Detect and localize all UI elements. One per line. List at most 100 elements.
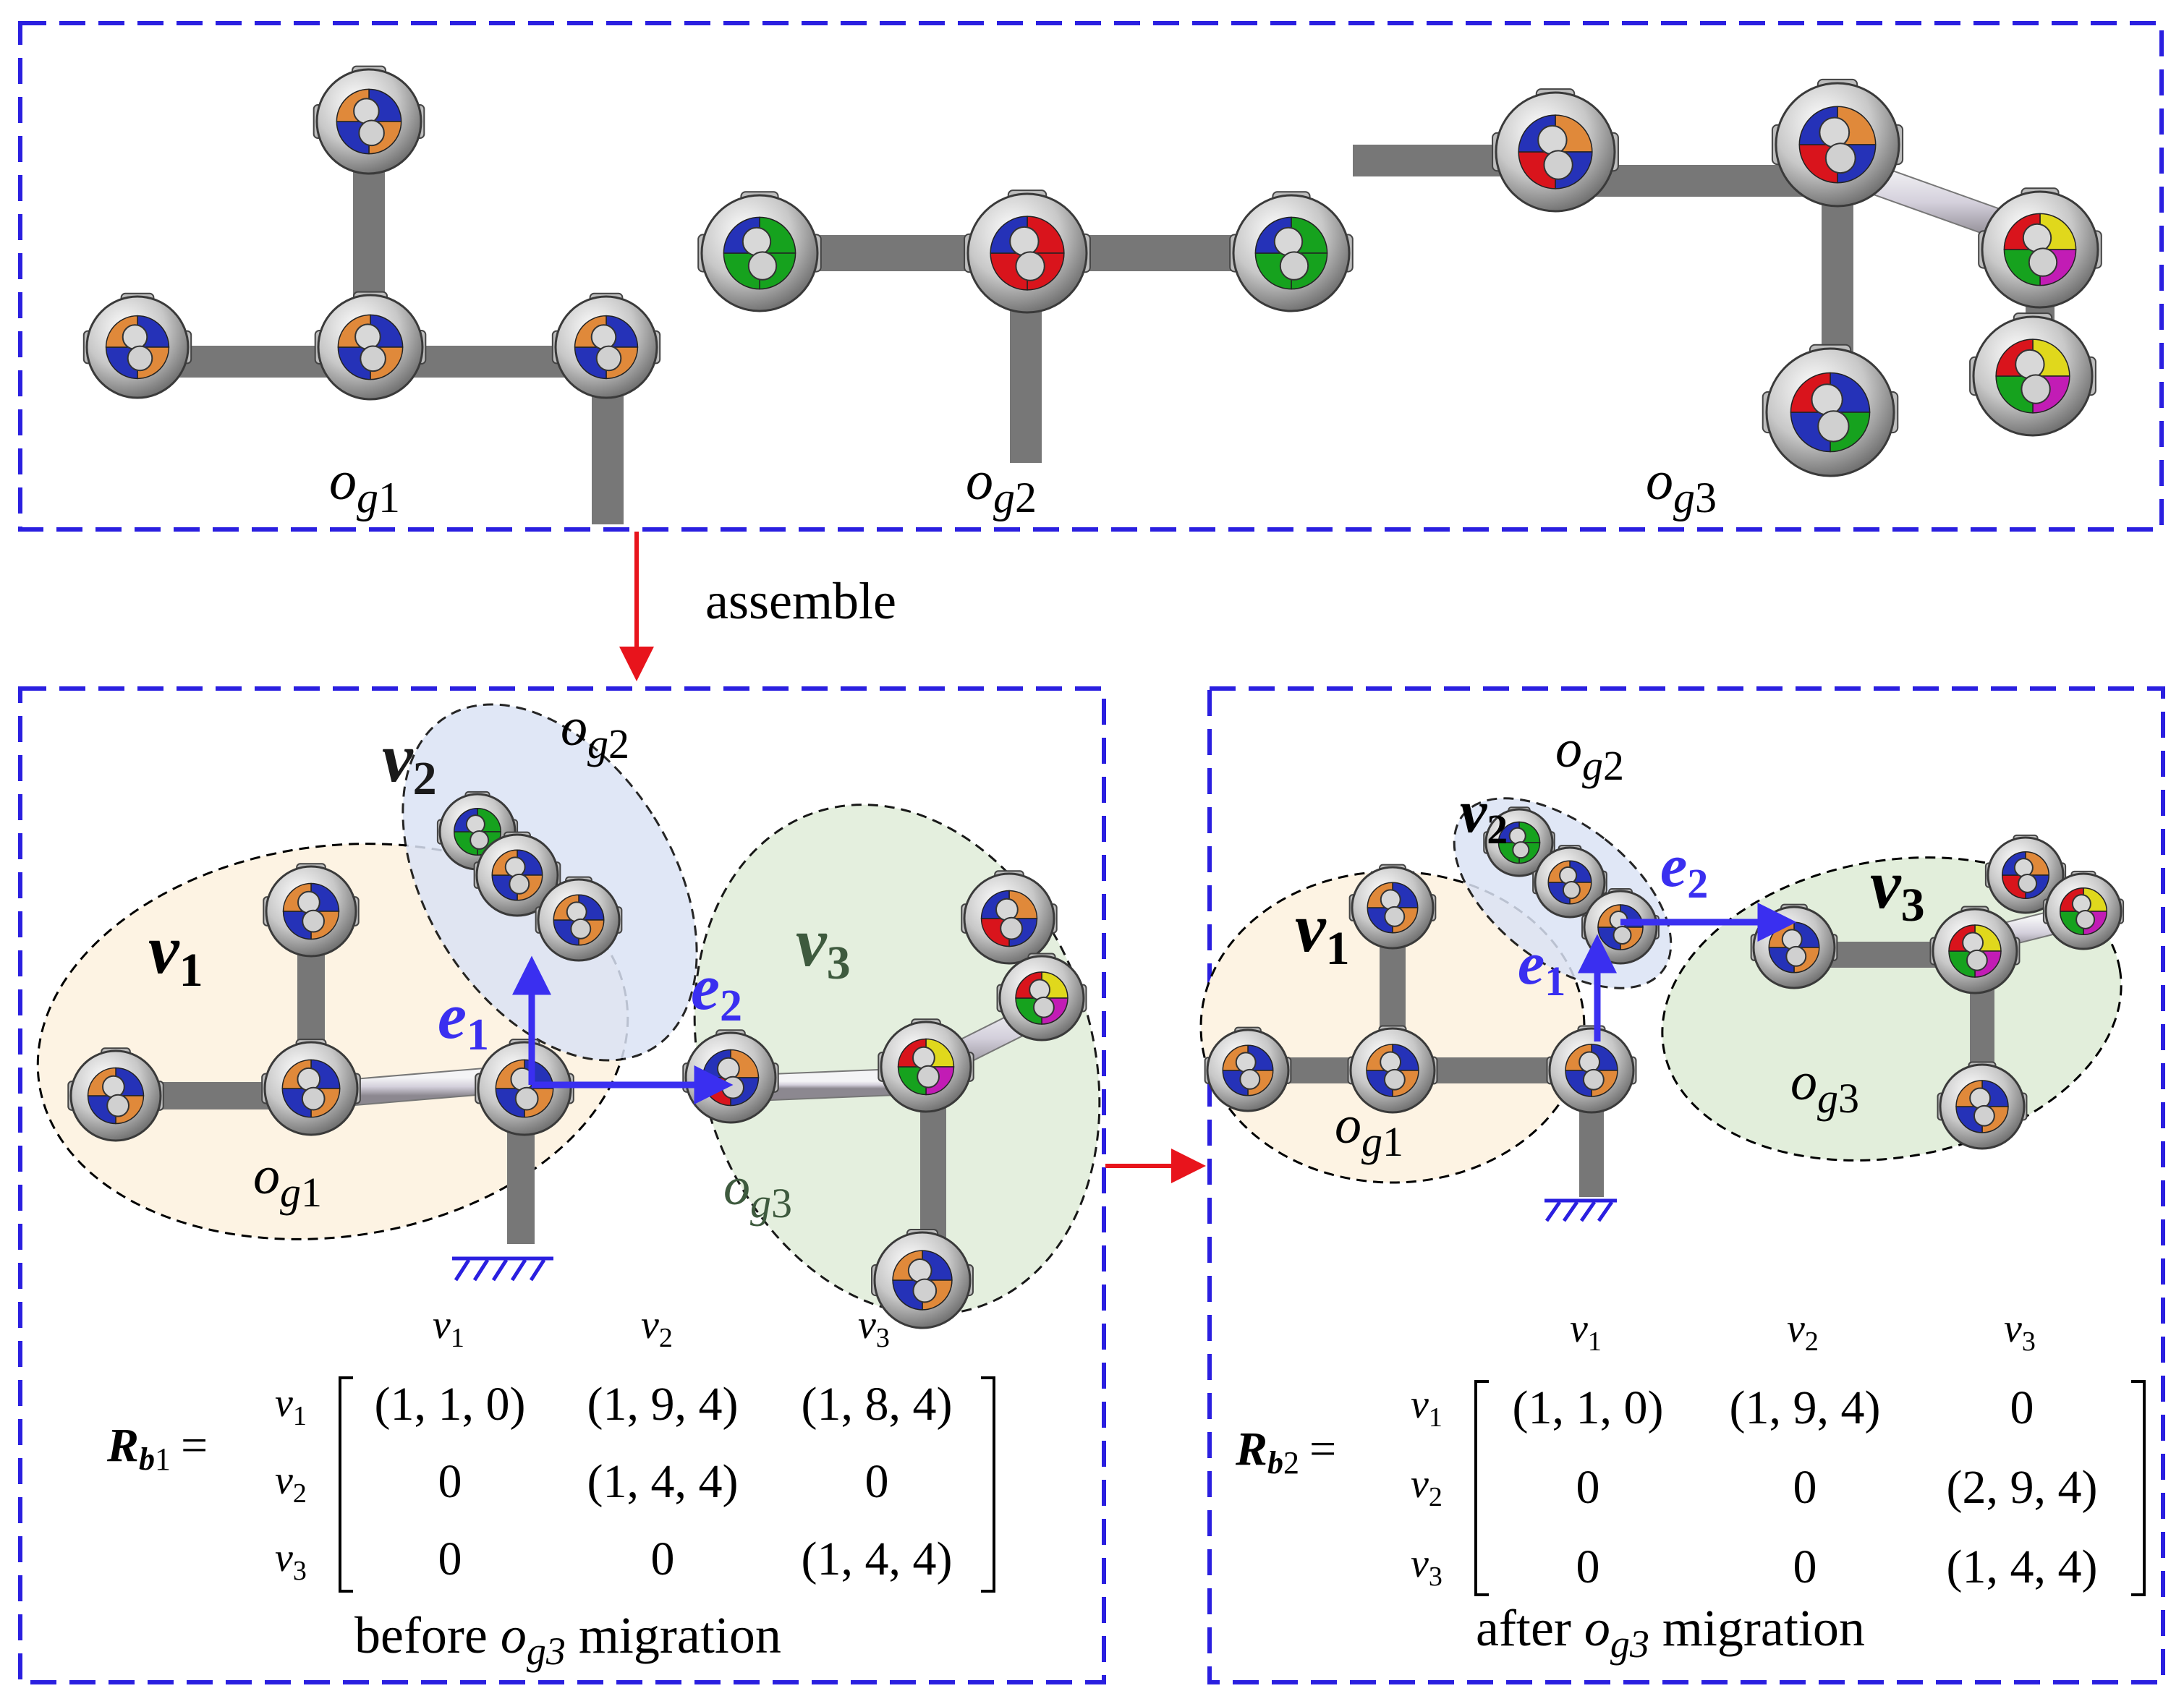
ground-symbol-after (1544, 1198, 1617, 1222)
matrix-after-cell-1-3: 0 (2010, 1381, 2034, 1434)
top-group-label-1: og1 (329, 451, 400, 521)
matrix-after: v1 v2 v3 Rb2= v1 v2 v3 (1, 1, 0) (1, 9, … (1235, 1306, 2146, 1596)
ground-symbol-before (452, 1256, 553, 1282)
v1-label-after: v1 (1295, 889, 1350, 975)
matrix-after-right-bracket (2131, 1380, 2146, 1596)
e2-label-after: e2 (1660, 832, 1708, 907)
matrix-before-cell-3-2: 0 (651, 1533, 675, 1585)
matrix-after-col-header-2: v2 (1787, 1306, 1819, 1357)
robot-module (1929, 906, 2021, 994)
matrix-before-cell-1-3: (1, 8, 4) (802, 1378, 953, 1431)
top-panel-frame (18, 21, 2164, 532)
robot-module (82, 292, 192, 399)
robot-module (1347, 1025, 1438, 1114)
matrix-after-row-header-2: v2 (1411, 1462, 1442, 1512)
matrix-before-col-header-1: v1 (433, 1303, 464, 1353)
panel-frames (18, 21, 2165, 1684)
robot-module (1937, 1061, 2028, 1150)
robot-module (1771, 78, 1904, 208)
robot-module (1762, 344, 1899, 477)
matrix-before-name: Rb1= (106, 1419, 208, 1477)
v1-label-before: v1 (148, 911, 203, 997)
robot-module (1984, 834, 2067, 914)
robot-module (1204, 1026, 1292, 1112)
matrix-after-cell-2-3: (2, 9, 4) (1947, 1461, 2098, 1514)
robot-module (2042, 870, 2125, 950)
matrix-before-cell-2-3: 0 (865, 1455, 889, 1508)
top-group-label-2: og2 (966, 451, 1037, 521)
matrix-after-cell-1-1: (1, 1, 0) (1513, 1381, 1664, 1434)
matrix-after-col-header-1: v1 (1570, 1306, 1602, 1357)
robot-module (697, 191, 822, 312)
robot-module (535, 876, 623, 962)
robot-module (1483, 806, 1555, 877)
robot-module (473, 831, 561, 917)
matrix-after-cell-1-2: (1, 9, 4) (1730, 1381, 1881, 1434)
edge-arrows-after (1578, 903, 1797, 1041)
matrix-before-cell-3-1: 0 (438, 1533, 462, 1585)
og2-label-after: og2 (1555, 720, 1624, 789)
matrix-after-name: Rb2= (1235, 1423, 1336, 1481)
robot-module (1348, 864, 1437, 950)
after-panel-frame (1207, 686, 2165, 1684)
robot-module (67, 1047, 164, 1142)
matrix-before-row-header-3: v3 (275, 1535, 307, 1586)
matrix-before-col-header-2: v2 (641, 1303, 673, 1353)
robot-module (475, 1039, 574, 1136)
matrix-after-cell-3-1: 0 (1576, 1541, 1600, 1593)
v2-label-after: v2 (1460, 778, 1508, 853)
v3-label-after: v3 (1870, 845, 1925, 932)
matrix-after-cell-3-3: (1, 4, 4) (1947, 1541, 2098, 1593)
matrix-before-row-header-2: v2 (275, 1458, 307, 1509)
robot-module (878, 1018, 974, 1113)
e2-label-before: e2 (691, 952, 742, 1031)
matrix-before-cell-2-1: 0 (438, 1455, 462, 1508)
edge-arrows-before (512, 955, 734, 1104)
matrix-before-row-header-1: v1 (275, 1381, 307, 1431)
og1-label-after: og1 (1335, 1096, 1403, 1165)
matrix-before-cell-2-2: (1, 4, 4) (587, 1455, 739, 1508)
robot-module (261, 1039, 361, 1136)
assemble-label: assemble (705, 572, 896, 630)
robot-module (964, 189, 1091, 314)
robot-module (871, 1229, 974, 1329)
robot-module (1532, 845, 1607, 919)
matrix-after-row-header-1: v1 (1411, 1382, 1442, 1433)
matrix-after-col-header-3: v3 (2004, 1306, 2036, 1357)
matrix-before-cell-1-2: (1, 9, 4) (587, 1378, 739, 1431)
robot-module (551, 292, 661, 399)
matrix-before-col-header-3: v3 (858, 1303, 890, 1353)
matrix-before: v1 v2 v3 Rb1= v1 v2 v3 (1, 1, 0) (1, 9, … (106, 1303, 995, 1593)
before-panel-frame (18, 686, 1106, 1684)
robot-module (1546, 1025, 1637, 1114)
robot-module (313, 65, 425, 175)
matrix-after-cell-2-1: 0 (1576, 1461, 1600, 1514)
matrix-after-cell-2-2: 0 (1793, 1461, 1817, 1514)
robot-module (1978, 187, 2102, 309)
robot-module (1229, 191, 1354, 312)
robot-module (314, 291, 427, 401)
matrix-after-cell-3-2: 0 (1793, 1541, 1817, 1593)
robot-module (263, 863, 360, 958)
matrix-before-cell-1-1: (1, 1, 0) (375, 1378, 526, 1431)
robot-module (961, 870, 1058, 965)
matrix-after-left-bracket (1474, 1380, 1489, 1596)
v3-label-before: v3 (796, 903, 851, 989)
caption-after: after og3 migration (1476, 1599, 1865, 1666)
robot-module (1969, 312, 2096, 437)
robot-module (1492, 88, 1619, 213)
matrix-after-row-header-3: v3 (1411, 1541, 1442, 1592)
matrix-before-cell-3-3: (1, 4, 4) (802, 1533, 953, 1585)
caption-before: before og3 migration (354, 1606, 781, 1673)
top-group-label-3: og3 (1646, 451, 1717, 521)
robot-module (996, 953, 1087, 1041)
og3-label-after: og3 (1790, 1052, 1859, 1122)
matrix-before-right-bracket (981, 1376, 995, 1593)
e1-label-after: e1 (1518, 930, 1565, 1005)
og3-label-before: og3 (723, 1157, 792, 1227)
v2-label-before: v2 (382, 719, 437, 805)
og2-label-before: og2 (561, 698, 629, 767)
og1-label-before: og1 (253, 1146, 322, 1216)
robot-modules (67, 65, 2125, 1329)
